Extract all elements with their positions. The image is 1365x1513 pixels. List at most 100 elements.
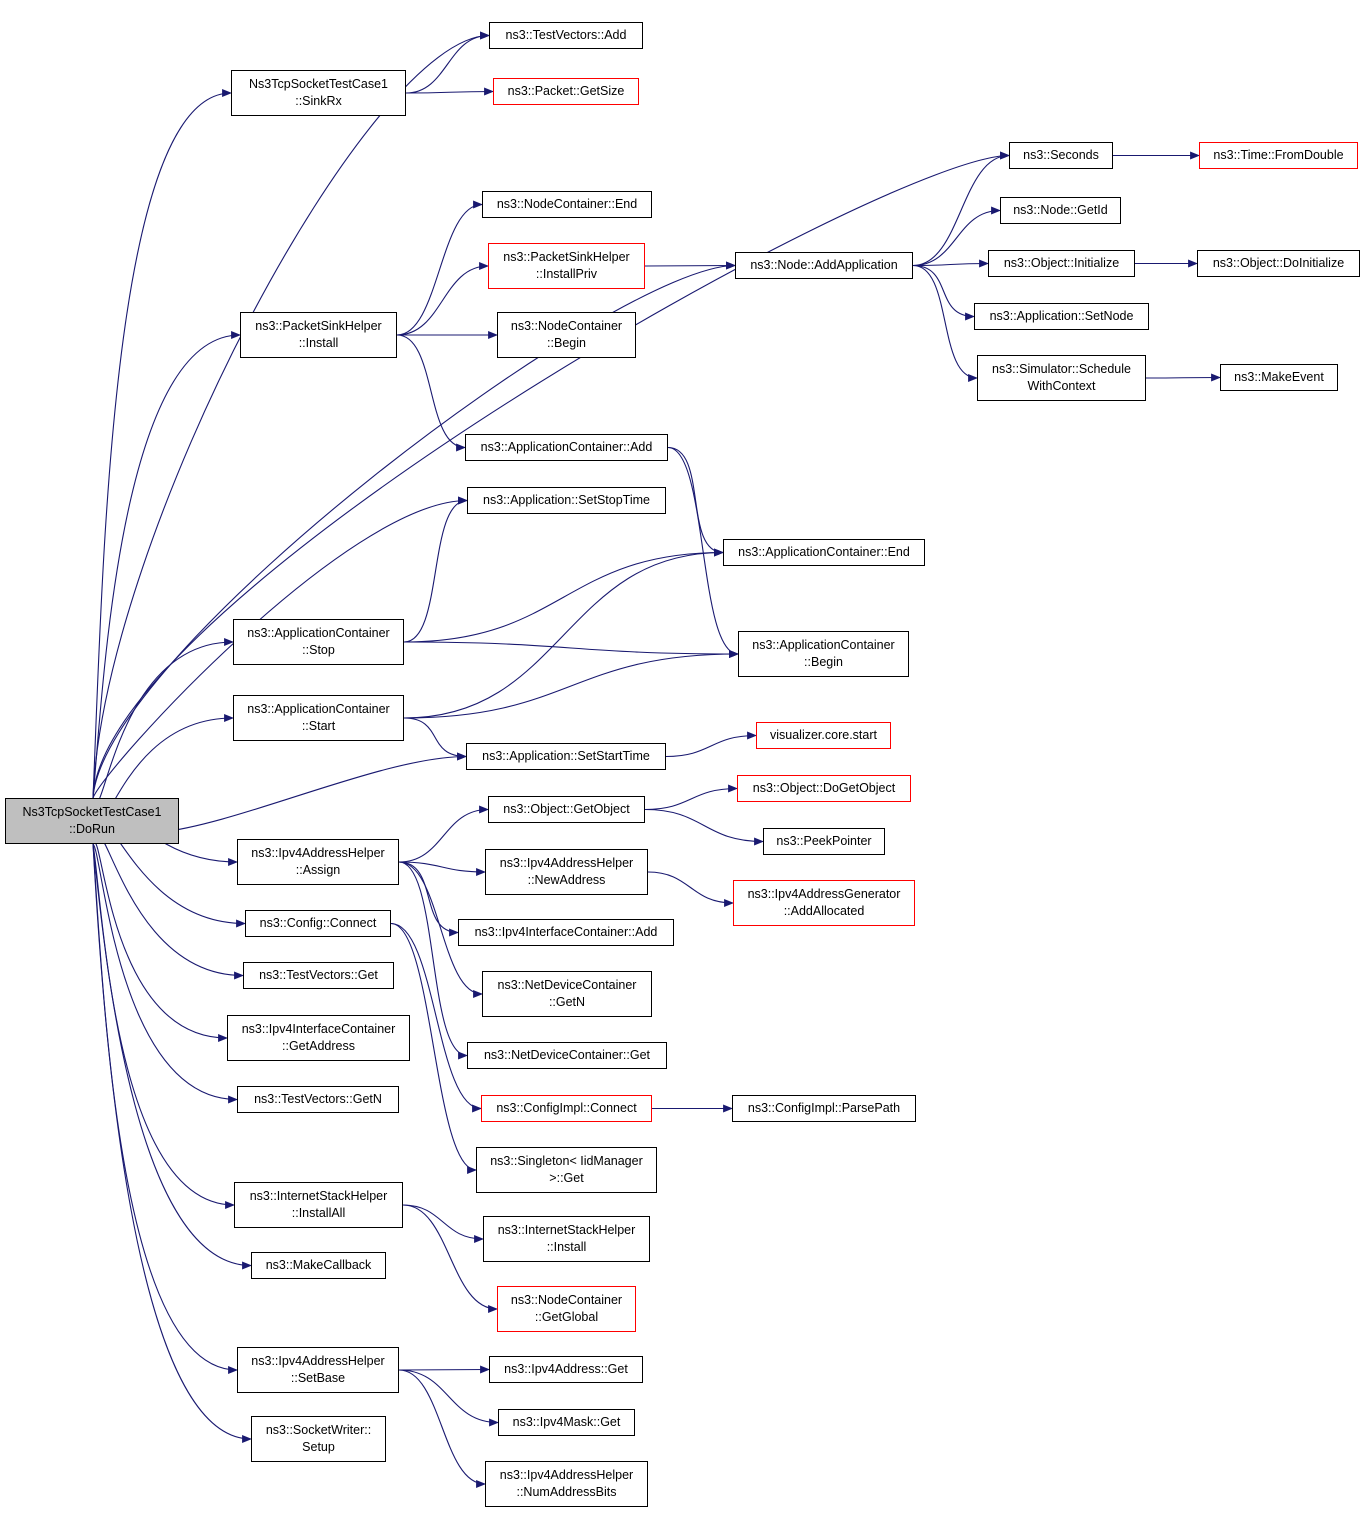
node-label-line: ns3::ConfigImpl::Connect [496,1101,637,1115]
node-app-setstart[interactable]: ns3::Application::SetStartTime [466,743,666,770]
node-ndc-getn[interactable]: ns3::NetDeviceContainer::GetN [482,971,652,1017]
node-ipv4h-numbits[interactable]: ns3::Ipv4AddressHelper::NumAddressBits [485,1461,648,1507]
edge-ac-start-to-ac-begin [403,650,739,719]
node-ac-end[interactable]: ns3::ApplicationContainer::End [723,539,925,566]
node-node-addapp[interactable]: ns3::Node::AddApplication [735,252,913,279]
edge-ipv4h-assign-to-ipv4h-newaddr [398,861,486,876]
edge-ish-installall-to-nc-getglobal [402,1204,498,1313]
edge-sinkrx-to-getsize [405,87,494,96]
node-tv-getn[interactable]: ns3::TestVectors::GetN [237,1086,399,1113]
node-label-line: ns3::Seconds [1023,148,1099,162]
edge-ish-installall-to-ish-install [402,1204,484,1243]
node-ac-add[interactable]: ns3::ApplicationContainer::Add [465,434,668,461]
node-singleton-get[interactable]: ns3::Singleton< IidManager >::Get [476,1147,657,1193]
node-label-line: ns3::MakeCallback [265,1258,372,1272]
node-label-line: ns3::TestVectors::Get [259,968,378,982]
node-nc-begin[interactable]: ns3::NodeContainer::Begin [497,312,636,358]
node-cfgimpl-parse[interactable]: ns3::ConfigImpl::ParsePath [732,1095,916,1122]
node-ipv4h-setbase[interactable]: ns3::Ipv4AddressHelper::SetBase [237,1347,399,1393]
edge-psh-install-to-nc-end [396,200,483,336]
node-psh-install[interactable]: ns3::PacketSinkHelper::Install [240,312,397,358]
node-label-line: ns3::PacketSinkHelper [255,319,382,333]
node-peekpointer[interactable]: ns3::PeekPointer [763,828,885,855]
edge-node-addapp-to-obj-init [912,259,989,268]
node-ish-install[interactable]: ns3::InternetStackHelper::Install [483,1216,650,1262]
edge-ac-stop-to-app-setstop [403,496,468,643]
edge-node-addapp-to-seconds [912,151,1010,267]
node-label-line: ns3::Ipv4AddressHelper [499,1468,634,1482]
node-root: Ns3TcpSocketTestCase1::DoRun [5,798,179,844]
node-tv-get[interactable]: ns3::TestVectors::Get [243,962,394,989]
node-ac-begin[interactable]: ns3::ApplicationContainer::Begin [738,631,909,677]
node-label-line: ns3::TestVectors::GetN [254,1092,382,1106]
node-fromdouble[interactable]: ns3::Time::FromDouble [1199,142,1358,169]
node-ac-stop[interactable]: ns3::ApplicationContainer::Stop [233,619,404,665]
edge-root-to-tv-get [92,833,244,980]
node-ndc-get[interactable]: ns3::NetDeviceContainer::Get [467,1042,667,1069]
node-label-line: WithContext [1027,379,1096,393]
node-label-line: ns3::Object::DoInitialize [1212,256,1345,270]
edge-cfg-connect-to-singleton-get [390,922,477,1174]
node-ac-start[interactable]: ns3::ApplicationContainer::Start [233,695,404,741]
node-getsize[interactable]: ns3::Packet::GetSize [493,78,639,105]
node-label-line: ns3::Simulator::Schedule [992,362,1131,376]
node-label-line: ns3::Application::SetStopTime [483,493,650,507]
node-label-line: ns3::Application::SetNode [989,309,1134,323]
node-label-line: ::SetBase [290,1371,346,1385]
node-obj-dogetobj[interactable]: ns3::Object::DoGetObject [737,775,911,802]
node-makeevent[interactable]: ns3::MakeEvent [1220,364,1338,391]
node-label-line: ::GetN [548,995,586,1009]
node-label-line: ns3::Ipv4InterfaceContainer::Add [474,925,658,939]
node-label-line: ns3::Ipv4AddressGenerator [747,887,901,901]
node-psh-installpriv[interactable]: ns3::PacketSinkHelper::InstallPriv [488,243,645,289]
edge-ipv4h-assign-to-ipv4ic-add [398,861,459,937]
node-label-line: ::NewAddress [527,873,606,887]
node-viz-start[interactable]: visualizer.core.start [756,722,891,749]
node-app-setstop[interactable]: ns3::Application::SetStopTime [467,487,666,514]
node-label-line: ns3::ConfigImpl::ParsePath [747,1101,901,1115]
node-sinkrx[interactable]: Ns3TcpSocketTestCase1::SinkRx [231,70,406,116]
node-sw-setup[interactable]: ns3::SocketWriter::Setup [251,1416,386,1462]
node-nc-getglobal[interactable]: ns3::NodeContainer::GetGlobal [497,1286,636,1332]
node-label-line: ::DoRun [69,822,115,836]
node-tv-add[interactable]: ns3::TestVectors::Add [489,22,643,49]
edge-ac-add-to-ac-begin [667,446,739,658]
edge-ipv4h-assign-to-ndc-getn [398,861,483,998]
node-ipv4ic-add[interactable]: ns3::Ipv4InterfaceContainer::Add [458,919,674,946]
node-ipv4mask-get[interactable]: ns3::Ipv4Mask::Get [498,1409,635,1436]
node-label-line: ns3::ApplicationContainer [247,626,390,640]
node-label-line: ns3::InternetStackHelper [249,1189,388,1203]
node-ipv4gen-alloc[interactable]: ns3::Ipv4AddressGenerator::AddAllocated [733,880,915,926]
node-node-getid[interactable]: ns3::Node::GetId [1000,197,1121,224]
node-label-line: ::InstallPriv [535,267,598,281]
node-obj-doinit[interactable]: ns3::Object::DoInitialize [1197,250,1360,277]
node-ipv4addr-get[interactable]: ns3::Ipv4Address::Get [489,1356,643,1383]
node-obj-init[interactable]: ns3::Object::Initialize [988,250,1135,277]
node-ish-installall[interactable]: ns3::InternetStackHelper::InstallAll [234,1182,403,1228]
edge-sim-sched-to-makeevent [1145,373,1221,382]
node-ipv4ic-getaddr[interactable]: ns3::Ipv4InterfaceContainer::GetAddress [227,1015,410,1061]
node-seconds[interactable]: ns3::Seconds [1009,142,1113,169]
edge-cfg-connect-to-cfgimpl-connect [390,922,482,1113]
node-ipv4h-newaddr[interactable]: ns3::Ipv4AddressHelper::NewAddress [485,849,648,895]
node-label-line: ns3::Ipv4AddressHelper [251,846,385,860]
node-makecallback[interactable]: ns3::MakeCallback [251,1252,386,1279]
node-ipv4h-assign[interactable]: ns3::Ipv4AddressHelper::Assign [237,839,399,885]
edge-ipv4h-assign-to-obj-getobj [398,805,489,863]
node-cfgimpl-connect[interactable]: ns3::ConfigImpl::Connect [481,1095,652,1122]
node-nc-end[interactable]: ns3::NodeContainer::End [482,191,652,218]
node-label-line: ::SinkRx [295,94,342,108]
node-app-setnode[interactable]: ns3::Application::SetNode [974,303,1149,330]
node-label-line: ns3::Ipv4InterfaceContainer [241,1022,396,1036]
node-label-line: ns3::Node::GetId [1013,203,1108,217]
node-label-line: ns3::Object::Initialize [1003,256,1120,270]
edge-root-to-makecallback [92,843,252,1270]
node-cfg-connect[interactable]: ns3::Config::Connect [245,910,391,937]
node-label-line: ns3::Config::Connect [259,916,377,930]
edge-root-to-sw-setup [92,843,252,1443]
node-label-line: ::Begin [547,336,586,350]
edge-psh-installpriv-to-node-addapp [644,261,736,270]
node-obj-getobj[interactable]: ns3::Object::GetObject [488,796,645,823]
node-label-line: ::Start [301,719,336,733]
